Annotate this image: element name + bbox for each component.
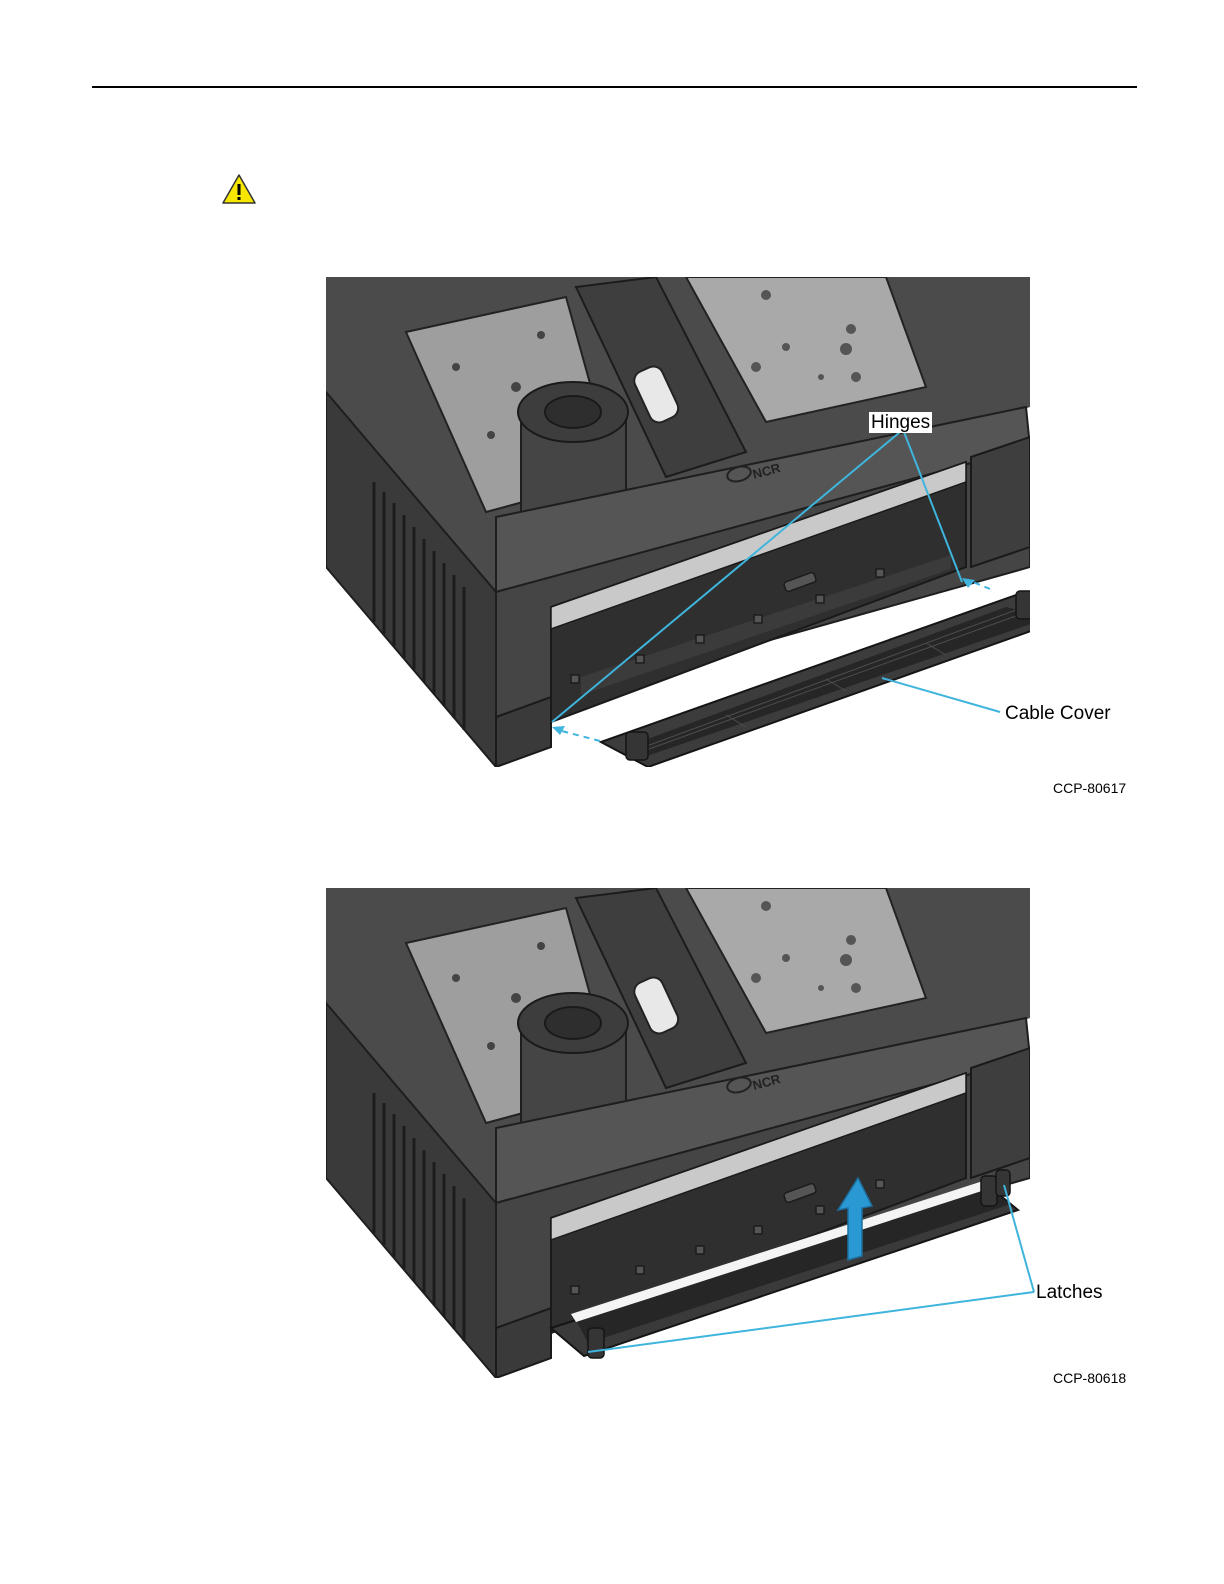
cable-cover-installed-illustration: NCR (326, 888, 1030, 1378)
figure-id-2: CCP-80618 (1053, 1370, 1126, 1386)
warning-triangle-icon (221, 173, 257, 205)
hinges-callout: Hinges (869, 412, 932, 433)
cable-cover-removal-illustration: NCR (326, 277, 1030, 767)
header-rule (92, 86, 1137, 88)
latches-callout: Latches (1036, 1283, 1103, 1302)
figure-id-1: CCP-80617 (1053, 780, 1126, 796)
cable-cover-callout: Cable Cover (1005, 704, 1111, 723)
